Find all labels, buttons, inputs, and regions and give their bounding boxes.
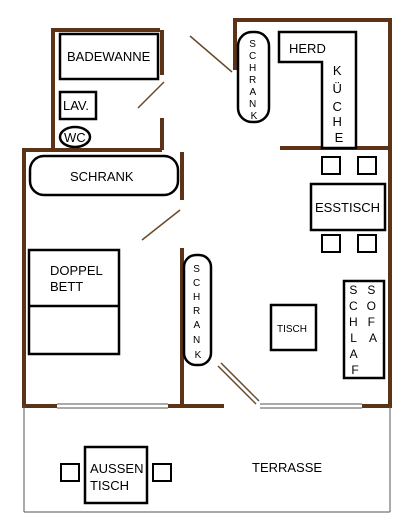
- terrace-area: TERRASSE: [23, 406, 391, 513]
- chair: [152, 463, 172, 482]
- terrace-label: TERRASSE: [252, 460, 322, 475]
- chair: [357, 156, 377, 175]
- bedroom-door: [141, 209, 181, 241]
- outdoor-table-label-1: AUSSEN: [90, 461, 143, 476]
- double-bed: DOPPEL BETT: [27, 248, 121, 356]
- chair: [321, 156, 341, 175]
- dining-table: ESSTISCH: [309, 182, 387, 232]
- table-label: TISCH: [277, 324, 307, 335]
- wardrobe-middle-label: S C H R A N K: [193, 264, 203, 361]
- washbasin: LAV.: [58, 90, 98, 121]
- toilet: WC: [58, 125, 92, 149]
- sofa-bed-label-sofa: S O F A: [367, 283, 380, 345]
- stove-label: HERD: [289, 41, 326, 56]
- wardrobe-bedroom-label: SCHRANK: [70, 169, 134, 184]
- dining-chairs: [321, 156, 377, 253]
- sofa-bed-label-schlaf: S C H L A F: [349, 283, 361, 377]
- wardrobe-middle: S C H R A N K: [182, 253, 213, 367]
- chair: [321, 234, 341, 253]
- kitchen-wall: [233, 18, 392, 408]
- outdoor-table-label-2: TISCH: [90, 478, 129, 493]
- wardrobe-entrance-label: S C H R A N K: [249, 39, 259, 122]
- dining-table-label: ESSTISCH: [315, 200, 380, 215]
- washbasin-label: LAV.: [63, 98, 89, 113]
- table: TISCH: [269, 303, 318, 352]
- toilet-label: WC: [64, 130, 86, 145]
- sofa-bed: S C H L A F S O F A: [342, 279, 386, 380]
- kitchen-label: K Ü C H E: [332, 63, 345, 145]
- wardrobe-entrance: S C H R A N K: [236, 30, 271, 124]
- bathroom-wall: [22, 28, 160, 408]
- terrace-door: [217, 365, 257, 405]
- bathtub-label: BADEWANNE: [67, 49, 151, 64]
- bathtub: BADEWANNE: [58, 32, 160, 81]
- terrace-door-2: [220, 362, 260, 402]
- outdoor-chairs: [60, 463, 172, 482]
- entrance-door: [189, 35, 233, 73]
- double-bed-label-2: BETT: [50, 279, 83, 294]
- chair: [357, 234, 377, 253]
- kitchen-counter: HERD K Ü C H E: [277, 30, 358, 150]
- doors: [137, 35, 260, 405]
- chair: [60, 463, 80, 482]
- walls: [22, 18, 392, 409]
- bathroom-door: [137, 81, 165, 109]
- double-bed-label-1: DOPPEL: [50, 263, 103, 278]
- wardrobe-bedroom: SCHRANK: [28, 154, 180, 197]
- outdoor-table: AUSSEN TISCH: [83, 445, 149, 505]
